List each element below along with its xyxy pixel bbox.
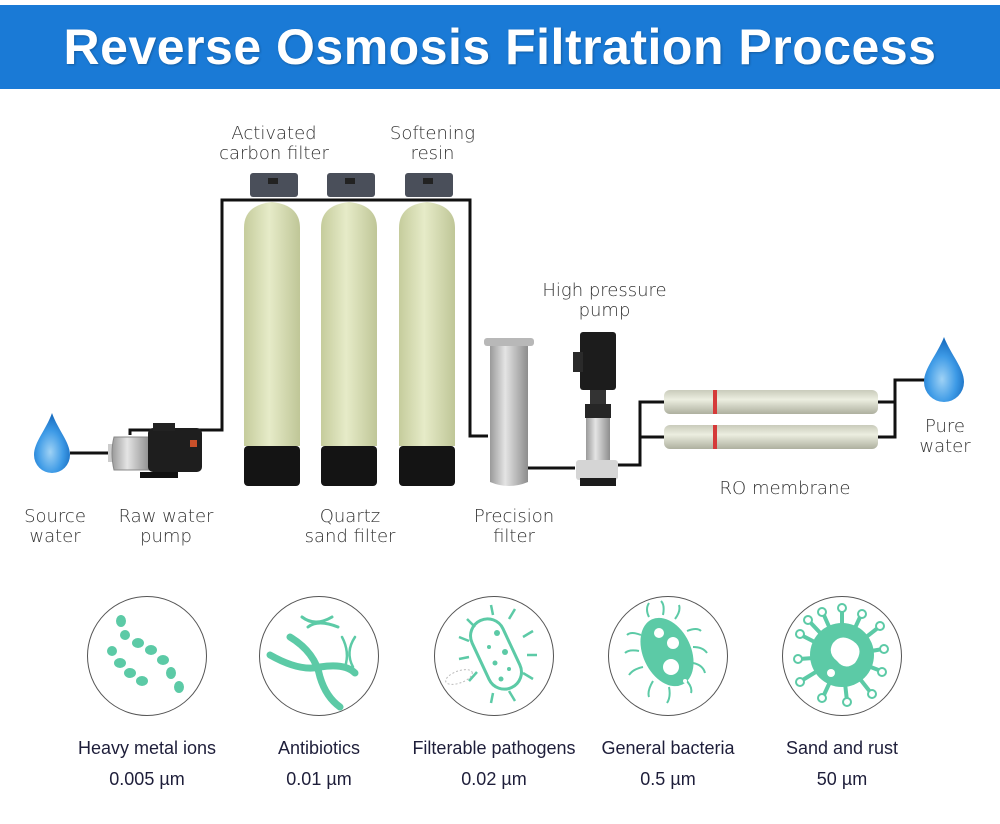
contaminant-name: General bacteria xyxy=(601,738,735,758)
page-title: Reverse Osmosis Filtration Process xyxy=(63,19,937,75)
pure-water-drop-icon xyxy=(924,337,964,402)
source-water-drop-icon xyxy=(34,413,70,473)
contaminant-size: 50 µm xyxy=(816,769,868,789)
bacteria-icon xyxy=(608,596,728,716)
pathogen-icon xyxy=(434,596,554,716)
label-raw-water-pump: Raw water pump xyxy=(106,507,226,547)
label-line: Source xyxy=(24,506,86,527)
label-line: Raw water xyxy=(118,506,214,527)
label-line: pump xyxy=(140,526,192,547)
contaminant-general-bacteria: General bacteria 0.5 µm xyxy=(583,590,753,790)
contaminant-name: Filterable pathogens xyxy=(412,738,576,758)
label-activated-carbon-filter: Activated carbon filter xyxy=(210,124,338,164)
title-banner: Reverse Osmosis Filtration Process xyxy=(0,5,1000,89)
label-high-pressure-pump: High pressure pump xyxy=(532,281,677,321)
label-line: filter xyxy=(493,526,535,547)
contaminant-size: 0.02 µm xyxy=(461,769,527,789)
tank-activated-carbon xyxy=(244,173,300,486)
contaminant-size: 0.5 µm xyxy=(640,769,696,789)
label-line: High pressure xyxy=(542,280,667,301)
antibiotic-strand-icon xyxy=(259,596,379,716)
label-pure-water: Pure water xyxy=(910,417,980,457)
ion-chain-icon xyxy=(87,596,207,716)
contaminant-heavy-metal-ions: Heavy metal ions 0.005 µm xyxy=(62,590,232,790)
contaminant-size: 0.005 µm xyxy=(109,769,185,789)
ro-membrane-icon xyxy=(664,390,878,449)
label-ro-membrane: RO membrane xyxy=(700,479,870,499)
label-line: Softening xyxy=(389,123,476,144)
contaminant-filterable-pathogens: Filterable pathogens 0.02 µm xyxy=(409,590,579,790)
pipes xyxy=(70,198,925,470)
label-softening-resin: Softening resin xyxy=(375,124,490,164)
label-line: water xyxy=(29,526,81,547)
tank-softening-resin xyxy=(399,173,455,486)
label-line: water xyxy=(919,436,971,457)
process-diagram xyxy=(34,173,964,486)
sand-rust-icon xyxy=(782,596,902,716)
pipe-tanks xyxy=(128,198,488,438)
label-line: Precision xyxy=(473,506,555,527)
contaminant-antibiotics: Antibiotics 0.01 µm xyxy=(234,590,404,790)
tank-quartz-sand xyxy=(321,173,377,486)
label-line: RO membrane xyxy=(719,478,851,499)
raw-water-pump-icon xyxy=(108,423,202,478)
label-line: carbon filter xyxy=(219,143,329,164)
label-line: Activated xyxy=(231,123,317,144)
label-line: sand filter xyxy=(304,526,396,547)
label-line: resin xyxy=(410,143,455,164)
contaminant-name: Heavy metal ions xyxy=(77,738,217,758)
contaminant-name: Sand and rust xyxy=(785,738,899,758)
label-line: Quartz xyxy=(319,506,381,527)
label-line: pump xyxy=(578,300,631,321)
label-source-water: Source water xyxy=(10,507,100,547)
contaminant-sand-and-rust: Sand and rust 50 µm xyxy=(757,590,927,790)
label-quartz-sand-filter: Quartz sand filter xyxy=(290,507,410,547)
high-pressure-pump-icon xyxy=(573,332,618,486)
contaminant-name: Antibiotics xyxy=(277,738,361,758)
precision-filter-icon xyxy=(484,338,534,486)
contaminant-size: 0.01 µm xyxy=(286,769,352,789)
label-line: Pure xyxy=(924,416,966,437)
label-precision-filter: Precision filter xyxy=(460,507,568,547)
